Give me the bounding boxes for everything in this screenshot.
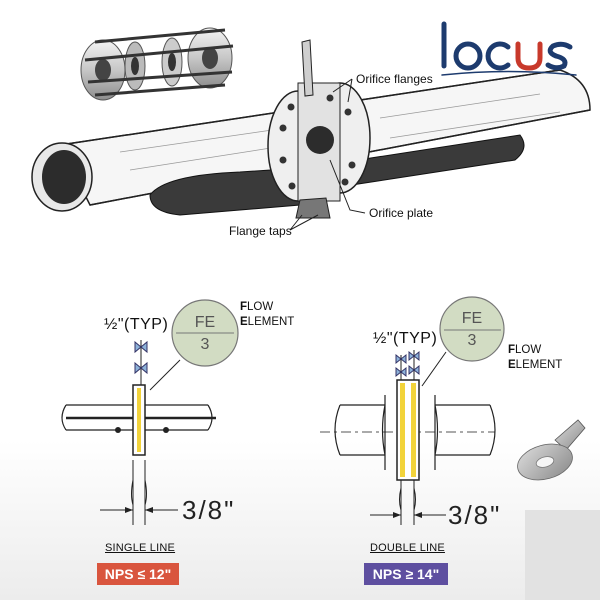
single-line-nps-badge: NPS ≤ 12" [97, 563, 179, 585]
orifice-bore [306, 126, 334, 154]
single-valve-size-label: ½"(TYP) [104, 316, 169, 333]
orifice-plate-label: Orifice plate [369, 206, 434, 220]
orifice-plate-image [517, 419, 586, 481]
orifice-flange-pair [267, 39, 371, 219]
single-line-caption: SINGLE LINE [105, 542, 176, 554]
background-panel [525, 510, 600, 600]
double-element-yellow-left [400, 383, 405, 477]
single-element-yellow [137, 388, 141, 452]
exploded-flange-assembly [80, 27, 234, 101]
double-fe-circle [439, 296, 505, 362]
double-dimension-label: 3/8" [448, 500, 502, 530]
single-valve-icon [134, 340, 148, 385]
orifice-flanges-label: Orifice flanges [356, 72, 433, 86]
double-line-diagram [320, 296, 505, 525]
orifice-plate-tab [301, 39, 314, 97]
double-line-caption: DOUBLE LINE [370, 542, 445, 554]
double-line-nps-badge: NPS ≥ 14" [364, 563, 448, 585]
flange-taps-label: Flange taps [229, 224, 292, 238]
double-valve-icons [395, 350, 420, 380]
single-line-diagram [61, 299, 239, 525]
callout-leaders [289, 78, 366, 231]
single-fe-number: 3 [200, 336, 210, 353]
single-dimension-label: 3/8" [182, 495, 236, 525]
flange-tap [295, 197, 331, 219]
single-fe-tag: FE [194, 314, 216, 331]
single-flow-element-label: FLOW ELEMENT [240, 301, 295, 328]
double-valve-size-label: ½"(TYP) [373, 330, 438, 347]
locus-logo [441, 21, 577, 76]
double-element-yellow-right [411, 383, 416, 477]
double-fe-number: 3 [467, 332, 477, 349]
double-fe-tag: FE [461, 310, 483, 327]
double-flow-element-label: FLOW ELEMENT [508, 344, 563, 371]
